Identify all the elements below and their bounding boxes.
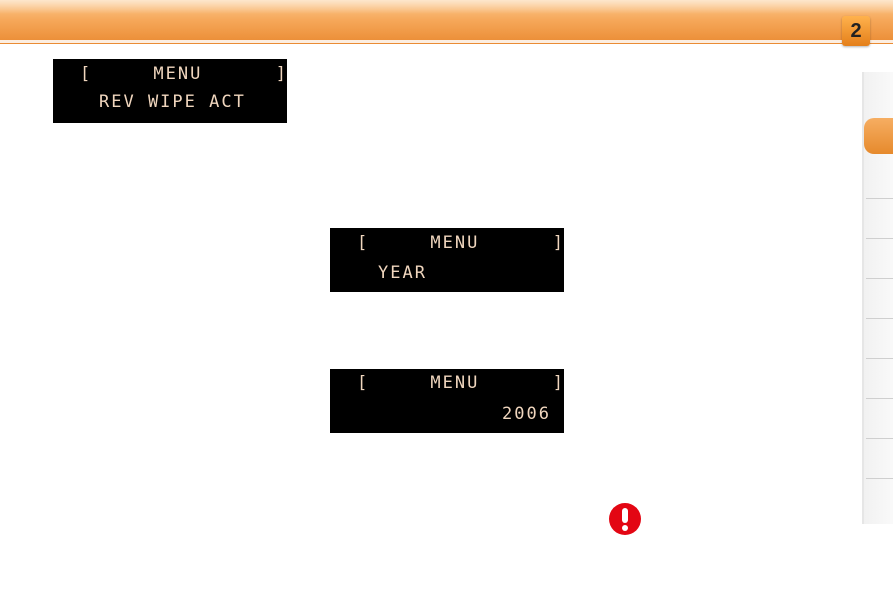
lcd-display-year-value: [ MENU ] 2006: [330, 369, 564, 433]
exclamation-icon: [609, 503, 641, 535]
side-rail-divider: [866, 478, 893, 479]
side-rail-divider: [866, 238, 893, 239]
chapter-header-bar: [0, 0, 893, 44]
lcd-line-2: 2006: [502, 404, 551, 424]
lcd-line-2: YEAR: [378, 263, 427, 283]
lcd-line-1: [ MENU ]: [80, 64, 288, 84]
chapter-number-badge: 2: [842, 16, 870, 46]
lcd-line-1: [ MENU ]: [357, 233, 565, 253]
active-chapter-tab[interactable]: [864, 118, 893, 154]
side-rail-divider: [866, 398, 893, 399]
lcd-line-1: [ MENU ]: [357, 373, 565, 393]
chapter-number: 2: [850, 19, 862, 42]
header-stripe: [0, 40, 893, 43]
side-rail-divider: [866, 358, 893, 359]
lcd-display-rev-wipe: [ MENU ] REV WIPE ACT: [53, 59, 287, 123]
side-rail-divider: [866, 318, 893, 319]
side-rail-divider: [866, 438, 893, 439]
side-rail-divider: [866, 198, 893, 199]
lcd-display-year: [ MENU ] YEAR: [330, 228, 564, 292]
lcd-line-2: REV WIPE ACT: [99, 92, 246, 112]
header-highlight: [0, 0, 893, 14]
side-rail-divider: [866, 278, 893, 279]
